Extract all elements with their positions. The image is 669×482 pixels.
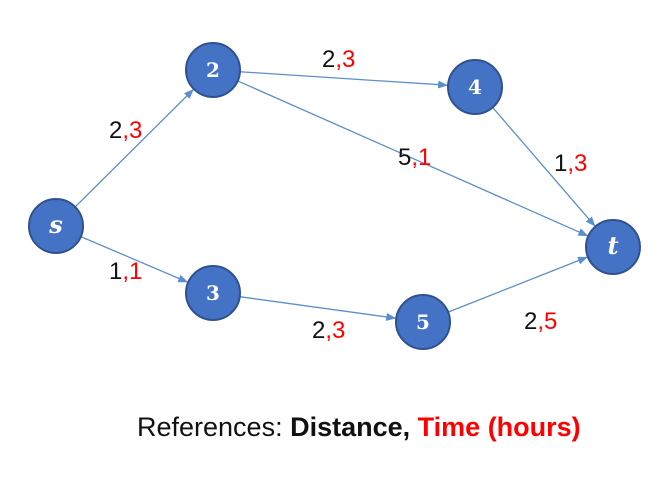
edge-label-2-4: 2,3 (322, 46, 355, 73)
edge-distance-4-t: 1 (554, 150, 567, 177)
edge-label-s-2: 2,3 (109, 117, 142, 144)
node-circle-3 (185, 265, 241, 321)
edge-time-3-5: 3 (332, 317, 345, 344)
node-circle-5 (395, 294, 451, 350)
edge-label-5-t: 2,5 (524, 308, 557, 335)
node-5: 5 (395, 294, 451, 350)
edge-distance-2-4: 2 (322, 46, 335, 73)
legend-time: Time (hours) (417, 412, 581, 442)
node-circle-t (585, 219, 641, 275)
legend: References: Distance, Time (hours) (137, 412, 581, 443)
edge-distance-2-t: 5 (398, 144, 411, 171)
edge-label-2-t: 5,1 (398, 144, 431, 171)
edge-separator-5-t: , (537, 308, 544, 335)
node-label-2: 2 (206, 58, 220, 82)
edge-distance-3-5: 2 (312, 317, 325, 344)
edge-label-4-t: 1,3 (554, 150, 587, 177)
edge-s-3 (80, 235, 189, 283)
edge-time-2-4: 3 (342, 46, 355, 73)
node-label-4: 4 (468, 75, 482, 99)
node-label-s: s (48, 210, 63, 239)
edge-labels-layer: 2,31,12,35,12,31,32,5 (109, 46, 587, 344)
edge-s-2 (74, 89, 194, 208)
edge-4-t (492, 107, 596, 227)
edge-separator-4-t: , (567, 150, 574, 177)
edge-label-3-5: 2,3 (312, 317, 345, 344)
edge-5-t (447, 256, 588, 313)
edge-label-s-3: 1,1 (109, 258, 142, 285)
edge-distance-s-3: 1 (109, 258, 122, 285)
edge-time-s-2: 3 (129, 117, 142, 144)
node-3: 3 (185, 265, 241, 321)
node-label-3: 3 (206, 281, 220, 305)
edges-layer (74, 71, 596, 321)
node-label-5: 5 (416, 310, 430, 334)
edge-2-4 (239, 71, 449, 89)
edge-3-5 (239, 296, 397, 321)
node-circle-s (28, 198, 84, 254)
edge-distance-5-t: 2 (524, 308, 537, 335)
edge-time-2-t: 1 (418, 144, 431, 171)
node-s: s (28, 198, 84, 254)
node-t: t (585, 219, 641, 275)
legend-prefix: References: (137, 412, 291, 442)
edge-separator-2-4: , (335, 46, 342, 73)
node-circle-4 (447, 59, 503, 115)
edge-separator-3-5: , (325, 317, 332, 344)
edge-separator-2-t: , (411, 144, 418, 171)
node-4: 4 (447, 59, 503, 115)
edge-time-5-t: 5 (544, 308, 557, 335)
legend-distance: Distance, (290, 412, 411, 442)
node-2: 2 (185, 42, 241, 98)
edge-2-t (237, 80, 589, 237)
edge-separator-s-2: , (122, 117, 129, 144)
edge-time-s-3: 1 (129, 258, 142, 285)
edge-separator-s-3: , (122, 258, 129, 285)
node-circle-2 (185, 42, 241, 98)
edge-time-4-t: 3 (574, 150, 587, 177)
node-label-t: t (607, 231, 618, 260)
edge-distance-s-2: 2 (109, 117, 122, 144)
